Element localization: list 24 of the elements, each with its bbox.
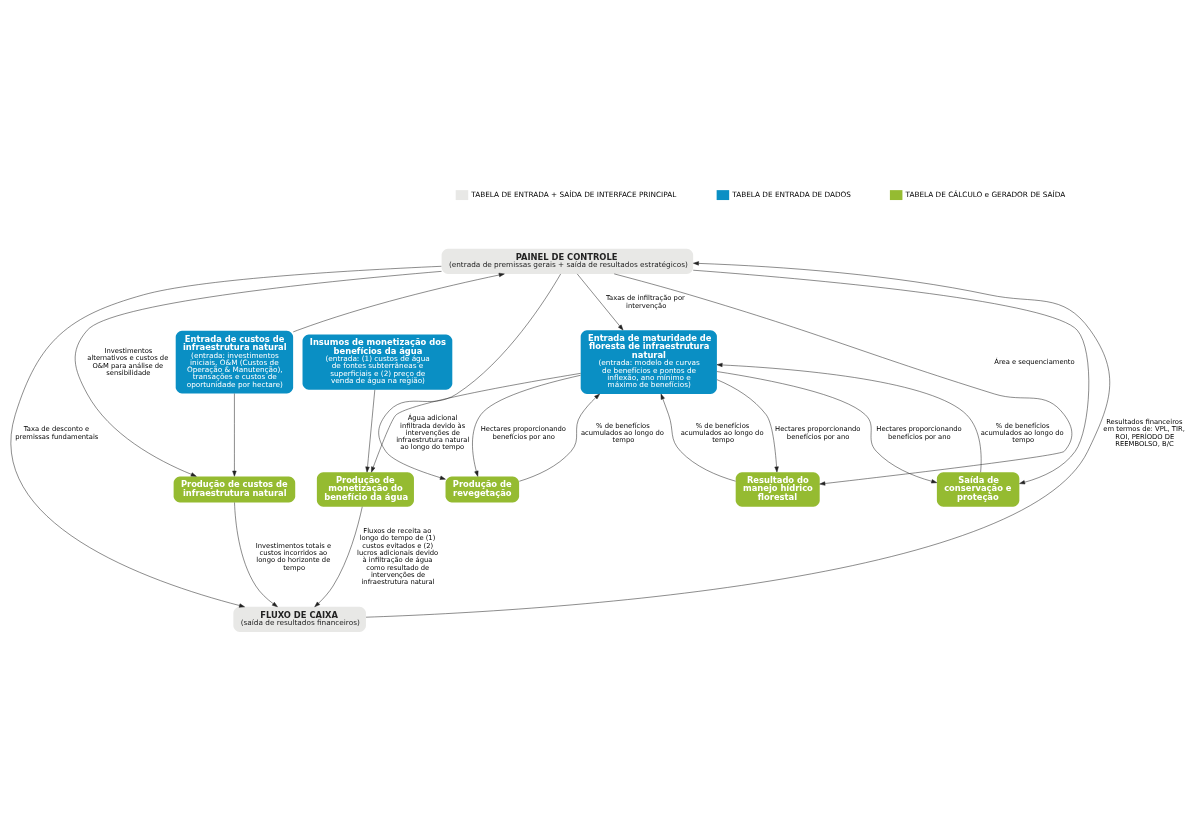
arrow	[371, 372, 581, 472]
arrow	[365, 260, 1110, 617]
node-box: Saída de conservação e proteção	[936, 471, 1020, 507]
arrow	[365, 389, 376, 472]
arrow	[232, 392, 237, 477]
arrow	[378, 273, 561, 480]
node-box: Produção de monetização do benefício da água	[316, 471, 414, 507]
node-box: Produção de custos de infraestrutura natural	[173, 475, 296, 502]
arrow	[716, 370, 938, 483]
arrow	[692, 269, 1089, 484]
arrow	[660, 393, 736, 481]
arrow	[518, 393, 600, 482]
node-box: Produção de revegetação	[445, 475, 520, 502]
arrow	[74, 270, 442, 477]
arrow	[716, 362, 982, 472]
arrow	[472, 374, 581, 477]
arrow	[613, 273, 1073, 486]
arrow	[10, 265, 442, 608]
node-box: Resultado do manejo hídrico florestal	[735, 471, 820, 507]
arrow	[234, 501, 278, 607]
arrow	[292, 272, 505, 332]
arrow	[314, 506, 363, 607]
arrow	[716, 378, 779, 472]
arrow	[576, 273, 624, 330]
